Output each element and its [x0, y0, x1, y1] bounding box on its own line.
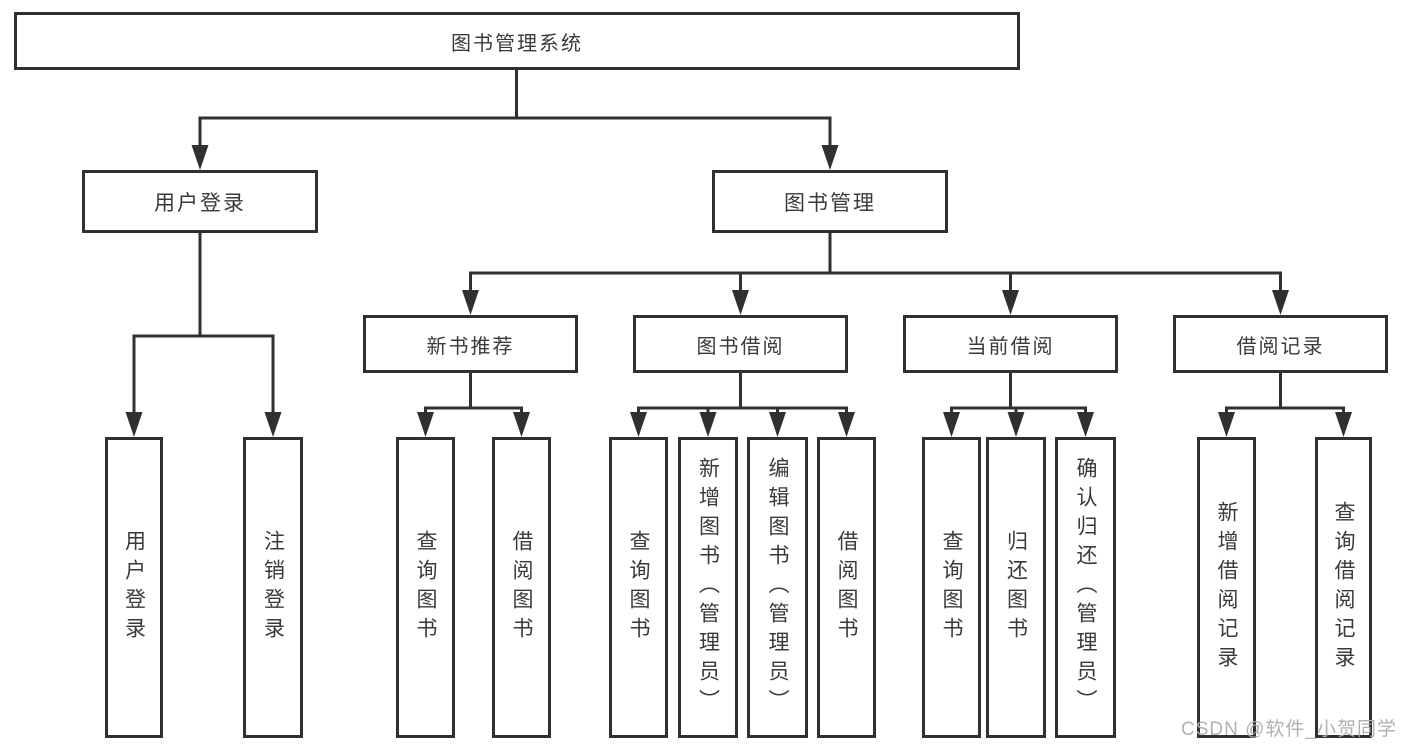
- node-label: 图书管理系统: [451, 32, 583, 55]
- node-label: 借阅图书: [510, 529, 533, 646]
- arrowhead: [1218, 412, 1235, 437]
- leaf-borrow-edit-books-admin: 编辑图书（管理员）: [747, 437, 808, 738]
- node-label: 查询图书: [414, 529, 437, 646]
- node-label: 注销登录: [261, 529, 285, 646]
- watermark-text: CSDN @软件_小贺同学: [1181, 719, 1397, 740]
- leaf-borrow-query-books: 查询图书: [609, 437, 668, 738]
- node-current-borrowing: 当前借阅: [903, 315, 1118, 373]
- node-label: 借阅图书: [835, 529, 858, 646]
- arrowhead: [462, 290, 479, 315]
- leaf-recommend-query-books: 查询图书: [396, 437, 455, 738]
- node-label: 新书推荐: [426, 335, 515, 358]
- node-label: 新增借阅记录: [1215, 500, 1238, 675]
- arrowhead: [1077, 412, 1094, 437]
- leaf-records-query-record: 查询借阅记录: [1315, 437, 1372, 738]
- node-borrowing-records: 借阅记录: [1173, 315, 1388, 373]
- node-label: 图书借阅: [696, 335, 785, 358]
- arrowhead: [699, 412, 717, 437]
- node-label: 图书管理: [784, 191, 876, 215]
- node-label: 用户登录: [154, 191, 246, 215]
- arrowhead: [513, 412, 530, 437]
- node-library-management-system: 图书管理系统: [14, 12, 1020, 70]
- node-label: 用户登录: [122, 529, 146, 646]
- arrowhead: [264, 412, 282, 437]
- node-book-management: 图书管理: [712, 170, 948, 233]
- node-label: 查询借阅记录: [1332, 500, 1355, 675]
- arrowhead: [1007, 412, 1025, 437]
- arrowhead: [769, 412, 786, 437]
- arrowhead: [838, 412, 855, 437]
- node-label: 编辑图书（管理员）: [766, 457, 789, 718]
- node-user-login: 用户登录: [82, 170, 318, 233]
- leaf-borrow-borrow-books: 借阅图书: [817, 437, 876, 738]
- node-label: 查询图书: [627, 529, 650, 646]
- arrowhead: [125, 412, 143, 437]
- leaf-records-add-record: 新增借阅记录: [1197, 437, 1256, 738]
- arrowhead: [1002, 290, 1019, 315]
- arrowhead: [943, 412, 960, 437]
- node-label: 归还图书: [1004, 529, 1028, 646]
- leaf-current-confirm-return-admin: 确认归还（管理员）: [1055, 437, 1116, 738]
- node-label: 查询图书: [940, 529, 963, 646]
- leaf-user-login: 用户登录: [105, 437, 163, 738]
- node-label: 当前借阅: [966, 335, 1055, 358]
- arrowhead: [1272, 290, 1289, 315]
- leaf-logout-login: 注销登录: [243, 437, 303, 738]
- arrowhead: [191, 145, 209, 170]
- arrowhead: [630, 412, 647, 437]
- leaf-current-return-books: 归还图书: [986, 437, 1046, 738]
- node-label: 确认归还（管理员）: [1074, 457, 1097, 718]
- node-book-borrowing: 图书借阅: [633, 315, 848, 373]
- leaf-borrow-add-books-admin: 新增图书（管理员）: [678, 437, 738, 738]
- node-label: 借阅记录: [1236, 335, 1325, 358]
- leaf-current-query-books: 查询图书: [922, 437, 981, 738]
- arrowhead: [1335, 412, 1352, 437]
- node-new-book-recommend: 新书推荐: [363, 315, 578, 373]
- leaf-recommend-borrow-books: 借阅图书: [492, 437, 551, 738]
- node-label: 新增图书（管理员）: [696, 457, 720, 718]
- arrowhead: [821, 145, 839, 170]
- arrowhead: [732, 290, 749, 315]
- arrowhead: [417, 412, 434, 437]
